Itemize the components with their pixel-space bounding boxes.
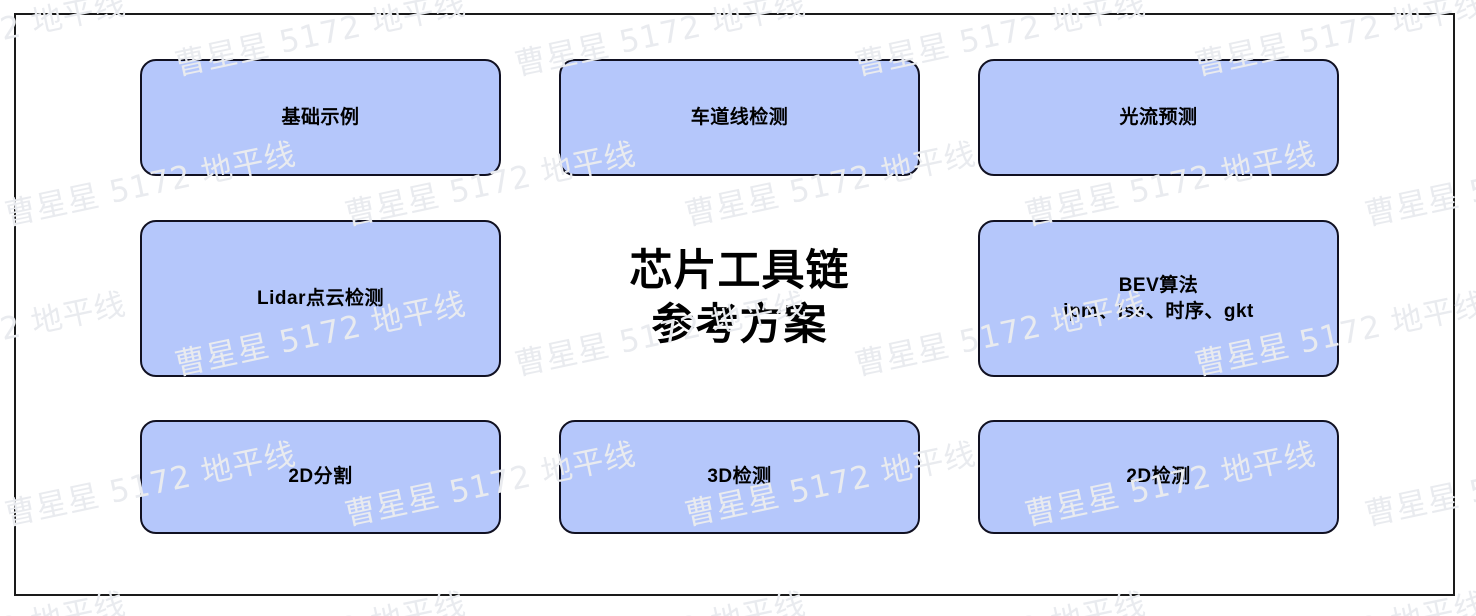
node-label: 3D检测	[707, 466, 772, 488]
node-bev-algorithm[interactable]: BEV算法 ipm、lss、时序、gkt	[978, 220, 1339, 377]
node-3d-detection[interactable]: 3D检测	[559, 420, 920, 534]
node-optical-flow[interactable]: 光流预测	[978, 59, 1339, 176]
node-label: 2D分割	[288, 466, 353, 488]
node-2d-segmentation[interactable]: 2D分割	[140, 420, 501, 534]
node-label: BEV算法 ipm、lss、时序、gkt	[1063, 274, 1254, 322]
center-title-line-2: 参考方案	[651, 300, 828, 349]
node-2d-detection[interactable]: 2D检测	[978, 420, 1339, 534]
node-label: Lidar点云检测	[257, 287, 384, 309]
node-lane-detection[interactable]: 车道线检测	[559, 59, 920, 176]
node-basic-example[interactable]: 基础示例	[140, 59, 501, 176]
node-label: 车道线检测	[690, 106, 789, 128]
diagram-frame: 基础示例 车道线检测 光流预测 Lidar点云检测 BEV算法 ipm、lss、…	[14, 13, 1455, 596]
diagram-center-title: 芯片工具链 参考方案	[559, 220, 920, 377]
node-lidar-pointcloud[interactable]: Lidar点云检测	[140, 220, 501, 377]
node-label: 光流预测	[1119, 106, 1198, 128]
center-title-line-1: 芯片工具链	[629, 246, 850, 295]
node-label: 基础示例	[281, 106, 360, 128]
node-label: 2D检测	[1126, 466, 1191, 488]
